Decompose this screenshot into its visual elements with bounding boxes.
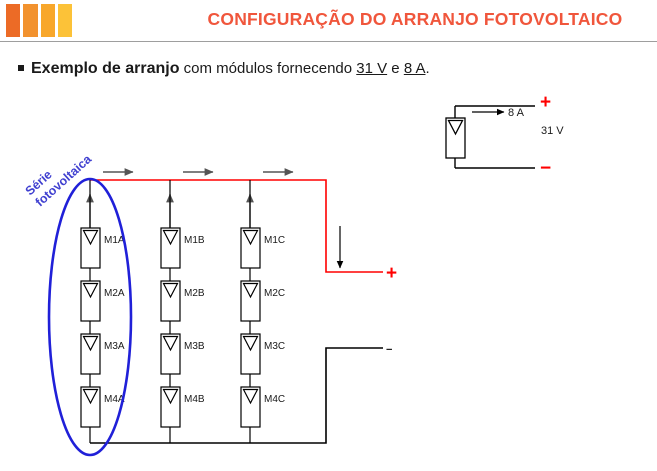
array-terminal-plus: + — [386, 263, 397, 284]
string-column-a: M1A M2A M3A M4A — [80, 180, 125, 443]
module-label: M4C — [264, 394, 285, 405]
logo-bar-4 — [57, 4, 72, 37]
module-label: M1A — [104, 235, 125, 246]
single-module-voltage-label: 31 V — [541, 125, 564, 137]
single-module-circuit: 8 A + 31 V − — [445, 92, 564, 179]
page-title: CONFIGURAÇÃO DO ARRANJO FOTOVOLTAICO — [207, 9, 623, 29]
module-symbol — [80, 333, 101, 375]
square-bullet-icon — [18, 65, 24, 72]
module-label: M3A — [104, 341, 125, 352]
module-symbol — [240, 280, 261, 322]
bullet-conjunction: e — [387, 60, 404, 77]
logo-bar-3 — [40, 4, 55, 37]
module-symbol — [80, 386, 101, 428]
logo-bar-2 — [23, 4, 38, 37]
module-symbol — [240, 386, 261, 428]
module-symbol — [80, 227, 101, 269]
module-label: M1C — [264, 235, 285, 246]
module-symbol — [240, 333, 261, 375]
logo-bar-1 — [6, 4, 21, 37]
series-highlight-ellipse — [47, 177, 133, 457]
module-symbol — [240, 227, 261, 269]
module-label: M2A — [104, 288, 125, 299]
module-symbol — [160, 280, 181, 322]
bullet-current-value: 8 A — [403, 60, 426, 77]
module-symbol — [80, 280, 101, 322]
single-module-terminal-minus: − — [540, 158, 551, 179]
bullet-end-text: . — [425, 60, 430, 77]
array-terminal-minus: − — [386, 344, 392, 356]
module-symbol — [160, 386, 181, 428]
bullet-bold-text: Exemplo de arranjo — [31, 60, 180, 77]
bullet-line: Exemplo de arranjo com módulos fornecend… — [18, 60, 430, 78]
module-label: M1B — [184, 235, 205, 246]
bullet-mid-text: com módulos fornecendo — [179, 60, 357, 77]
logo-bars — [6, 4, 72, 37]
negative-bus-path — [90, 347, 383, 444]
module-symbol — [160, 333, 181, 375]
string-column-b: M1B M2B M3B M4B — [160, 180, 205, 443]
bullet-voltage-value: 31 V — [356, 60, 388, 77]
series-annotation: Série fotovoltaica — [23, 151, 95, 209]
module-label: M4B — [184, 394, 205, 405]
single-module-terminal-plus: + — [540, 92, 551, 113]
module-symbol — [445, 117, 466, 159]
module-label: M2B — [184, 288, 205, 299]
single-module-current-label: 8 A — [508, 107, 525, 119]
module-label: M4A — [104, 394, 125, 405]
module-label: M2C — [264, 288, 285, 299]
module-label: M3B — [184, 341, 205, 352]
module-symbol — [160, 227, 181, 269]
positive-bus-path — [90, 179, 383, 273]
module-label: M3C — [264, 341, 285, 352]
header-divider — [0, 41, 657, 42]
string-column-c: M1C M2C M3C M4C — [240, 180, 285, 443]
